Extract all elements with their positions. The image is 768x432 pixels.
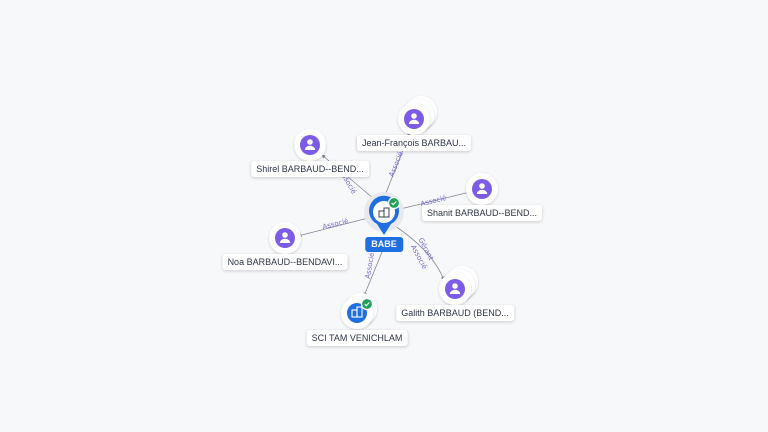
person-icon xyxy=(275,228,295,248)
building-icon xyxy=(347,303,367,323)
node-shanit[interactable] xyxy=(466,173,498,205)
person-icon xyxy=(300,135,320,155)
edge-shanit xyxy=(391,190,471,212)
node-label-shirel[interactable]: Shirel BARBAUD--BEND... xyxy=(251,161,369,177)
building-icon xyxy=(378,207,390,218)
node-jean[interactable] xyxy=(398,96,437,135)
person-icon xyxy=(404,109,424,129)
node-center[interactable] xyxy=(364,192,404,235)
check-badge-icon xyxy=(387,196,401,210)
edge-galith xyxy=(391,223,445,281)
node-label-sci[interactable]: SCI TAM VENICHLAM xyxy=(306,330,408,346)
node-label-galith[interactable]: Galith BARBAUD (BEND... xyxy=(396,305,514,321)
person-icon xyxy=(472,179,492,199)
edge-label-noa: Associé xyxy=(322,217,350,231)
check-badge-icon xyxy=(360,297,374,311)
node-label-shanit[interactable]: Shanit BARBAUD--BEND... xyxy=(421,205,543,221)
person-icon xyxy=(445,279,465,299)
node-label-jean[interactable]: Jean-François BARBAU... xyxy=(356,135,472,151)
node-shirel[interactable] xyxy=(294,129,326,161)
node-label-noa[interactable]: Noa BARBAUD--BENDAVI... xyxy=(222,254,348,270)
edge-label-jean: Associé xyxy=(387,150,404,178)
node-galith[interactable] xyxy=(439,266,478,305)
node-sci[interactable] xyxy=(341,293,377,329)
center-label[interactable]: BABE xyxy=(365,237,403,252)
edge-sci xyxy=(363,251,383,297)
edge-noa xyxy=(297,215,377,238)
edge-label-sci: Associé xyxy=(364,252,376,279)
node-noa[interactable] xyxy=(269,222,301,254)
